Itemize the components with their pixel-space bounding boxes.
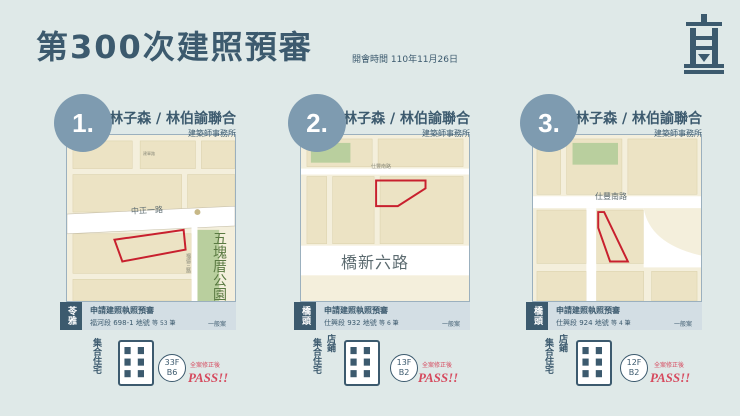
site-map: 仕豐南路 xyxy=(532,134,702,302)
architect-name: 林子森 / 林伯諭聯合 xyxy=(575,111,702,127)
pass-note: 全案修正後 xyxy=(654,362,685,369)
meeting-label: 開會時間 xyxy=(352,55,389,65)
floors-below: B2 xyxy=(398,368,410,377)
building-summary: 集合住宅 33F B6 全案修正後 PASS!! xyxy=(66,334,236,396)
site-address: 仕興段 924 地號 等 4 筆 xyxy=(556,318,631,328)
map-label-street: 仕豐南路 xyxy=(371,164,392,170)
architect-firm: 建築師事務所 xyxy=(654,129,702,138)
permit-title: 申請建照執照預審 xyxy=(556,306,620,315)
architect-firm: 建築師事務所 xyxy=(422,129,470,138)
kaohsiung-logo-icon xyxy=(684,14,724,74)
building-icon xyxy=(576,340,612,386)
project-number: 3. xyxy=(520,94,578,152)
pass-result: PASS!! xyxy=(650,370,691,385)
lot-count: 等 6 筆 xyxy=(379,320,399,327)
address-text: 福河段 698-1 地號 xyxy=(90,319,150,327)
lot-count: 等 53 筆 xyxy=(152,320,176,327)
building-use: 集合住宅 xyxy=(543,338,553,374)
floors-below: B2 xyxy=(628,368,640,377)
floors-above: 33F xyxy=(164,358,180,367)
case-type: 一般案 xyxy=(441,321,460,328)
architect-firm: 建築師事務所 xyxy=(188,129,236,138)
case-type: 一般案 xyxy=(673,321,692,328)
page-title: 第300次建照預審 xyxy=(36,28,313,66)
pass-result: PASS!! xyxy=(418,370,459,385)
building-summary: 集合住宅 店鋪 13F B2 全案修正後 PASS!! xyxy=(300,334,470,396)
area-tag: 橋頭 xyxy=(526,302,548,330)
address-text: 仕興段 924 地號 xyxy=(556,319,609,327)
project-card-3: 3. 林子森 / 林伯諭聯合 建築師事務所 仕豐南路 橋頭 申請建照執照預審 仕… xyxy=(520,94,702,396)
project-number: 2. xyxy=(288,94,346,152)
building-use-sub: 店鋪 xyxy=(325,334,335,352)
map-label-road: 中正一路 xyxy=(130,205,164,216)
architect-name: 林子森 / 林伯諭聯合 xyxy=(343,111,470,127)
lot-count: 等 4 筆 xyxy=(611,320,631,327)
permit-info-bar: 橋頭 申請建照執照預審 仕興段 924 地號 等 4 筆 一般案 xyxy=(526,302,702,330)
building-icon xyxy=(344,340,380,386)
building-use-sub: 店鋪 xyxy=(557,334,567,352)
map-label-street-2: 福德三路 xyxy=(185,253,191,273)
permit-info-bar: 苓雅 申請建照執照預審 福河段 698-1 地號 等 53 筆 一般案 xyxy=(60,302,236,330)
building-summary: 集合住宅 店鋪 12F B2 全案修正後 PASS!! xyxy=(532,334,702,396)
case-type: 一般案 xyxy=(207,321,226,328)
site-address: 福河段 698-1 地號 等 53 筆 xyxy=(90,318,175,328)
project-number: 1. xyxy=(54,94,112,152)
floor-count-badge: 13F B2 xyxy=(390,354,418,382)
map-label-road: 橋新六路 xyxy=(341,253,410,272)
meeting-date: 110年11月26日 xyxy=(390,55,458,65)
building-icon xyxy=(118,340,154,386)
site-map: 中正一路 五塊厝公園 建軍路 福德三路 xyxy=(66,134,236,302)
area-tag: 橋頭 xyxy=(294,302,316,330)
floors-above: 13F xyxy=(396,358,412,367)
project-card-1: 1. 林子森 / 林伯諭聯合 建築師事務所 中正一路 五塊厝公園 建軍路 福德三… xyxy=(54,94,236,396)
project-card-2: 2. 林子森 / 林伯諭聯合 建築師事務所 橋新六路 仕豐南路 橋頭 申請建照執… xyxy=(288,94,470,396)
map-label-park: 五塊厝公園 xyxy=(211,231,227,301)
meeting-time: 開會時間 110年11月26日 xyxy=(352,52,458,65)
site-map: 橋新六路 仕豐南路 xyxy=(300,134,470,302)
floor-count-badge: 12F B2 xyxy=(620,354,648,382)
building-use: 集合住宅 xyxy=(311,338,321,374)
pass-note: 全案修正後 xyxy=(422,362,453,369)
map-label-road: 仕豐南路 xyxy=(595,192,627,201)
floor-count-badge: 33F B6 xyxy=(158,354,186,382)
area-tag: 苓雅 xyxy=(60,302,82,330)
address-text: 仕興段 932 地號 xyxy=(324,319,377,327)
pass-result: PASS!! xyxy=(188,370,229,385)
permit-info-bar: 橋頭 申請建照執照預審 仕興段 932 地號 等 6 筆 一般案 xyxy=(294,302,470,330)
building-use: 集合住宅 xyxy=(91,338,101,374)
site-address: 仕興段 932 地號 等 6 筆 xyxy=(324,318,399,328)
architect-name: 林子森 / 林伯諭聯合 xyxy=(109,111,236,127)
permit-title: 申請建照執照預審 xyxy=(90,306,154,315)
map-label-street: 建軍路 xyxy=(143,151,155,156)
floors-below: B6 xyxy=(166,368,178,377)
permit-title: 申請建照執照預審 xyxy=(324,306,388,315)
pass-note: 全案修正後 xyxy=(190,362,221,369)
floors-above: 12F xyxy=(626,358,642,367)
